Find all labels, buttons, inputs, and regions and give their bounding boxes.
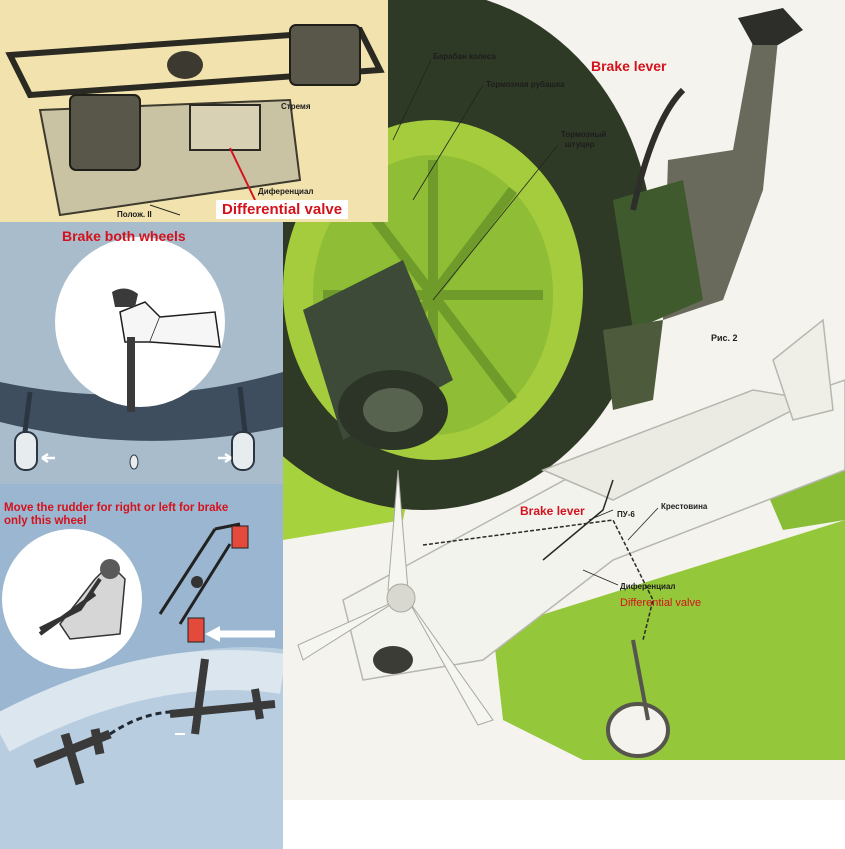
label-differential-top: Диференциал xyxy=(258,187,314,196)
main-brake-system-illustration: Барабан колеса Тормозная рубашка Тормозн… xyxy=(283,0,845,800)
arrow-left-wheel xyxy=(41,452,55,464)
brake-both-wheels-panel: Brake both wheels xyxy=(0,222,283,484)
green-ground-right xyxy=(493,520,845,760)
label-brake-fitting-line2: штуцер xyxy=(565,140,595,149)
label-pu6: ПУ-6 xyxy=(617,510,635,519)
callout-differential-valve-top: Differential valve xyxy=(216,200,349,219)
propeller-blade-right xyxy=(407,599,494,726)
taxi-path xyxy=(0,650,283,752)
brake-line xyxy=(422,519,654,641)
callout-brake-lever-plane: Brake lever xyxy=(520,504,585,518)
label-stirrup: Стремя xyxy=(281,102,311,111)
glove-cuff xyxy=(149,311,221,348)
pedal-assembly-art xyxy=(5,24,385,217)
label-wheel-drum: Барабан колеса xyxy=(433,52,496,61)
label-figure-2: Рис. 2 xyxy=(711,333,738,343)
control-stick xyxy=(127,337,135,412)
callout-differential-valve-plane: Differential valve xyxy=(620,597,702,609)
airplane-tail xyxy=(772,318,834,421)
callout-brake-lever-top: Brake lever xyxy=(591,58,667,74)
brake-lever-housing xyxy=(613,180,703,330)
rudder-pedal-upper xyxy=(231,525,249,549)
arrow-right-wheel xyxy=(218,452,232,464)
airplane-turning xyxy=(33,728,112,786)
callout-rudder-brake-line2: only this wheel xyxy=(4,515,87,527)
callout-brake-both-wheels: Brake both wheels xyxy=(62,228,186,244)
propeller-spinner xyxy=(386,583,416,613)
rudder-brake-panel: Move the rudder for right or left for br… xyxy=(0,484,283,849)
brake-lever-arm xyxy=(630,87,686,211)
differential-valve-pointer xyxy=(229,147,256,201)
airplane-top-view xyxy=(169,658,276,735)
label-brake-fitting-line1: Тормозный xyxy=(561,130,607,139)
rudder-pedal-lower xyxy=(187,617,205,643)
landing-wheel-right xyxy=(606,702,670,758)
rudder-bar-frame xyxy=(5,26,385,99)
wheel-left xyxy=(14,431,38,471)
pivot-center xyxy=(167,51,203,79)
differential-valve-body xyxy=(189,104,261,151)
rudder-pivot xyxy=(191,576,203,588)
wheel-spokes xyxy=(323,160,543,430)
propeller-blade-left xyxy=(297,599,399,661)
pilot-legs xyxy=(38,577,102,636)
label-brake-jacket: Тормозная рубашка xyxy=(486,80,565,89)
brake-line-upper xyxy=(542,479,614,561)
pedal-right xyxy=(289,24,361,86)
turn-path xyxy=(109,710,171,736)
stick-grip xyxy=(112,288,138,307)
label-position-2: Полож. II xyxy=(117,210,152,219)
rudder-brake-art xyxy=(0,522,283,849)
wheel-right xyxy=(231,431,255,471)
pedal-assembly-panel: Стремя Диференциал Полож. II Differentia… xyxy=(0,0,388,222)
callout-rudder-brake-line1: Move the rudder for right or left for br… xyxy=(4,502,229,514)
label-differential-ru: Диференциал xyxy=(620,582,676,591)
rudder-pedal-linkage xyxy=(158,522,241,625)
brake-lever-cylinder xyxy=(603,320,663,410)
tail-wheel xyxy=(129,454,139,470)
brake-lever-top xyxy=(738,8,803,45)
push-arrow-head xyxy=(205,626,220,642)
pilot-head xyxy=(100,559,120,579)
main-illustration-art xyxy=(283,0,845,760)
landing-wheel-left xyxy=(373,646,413,674)
pedal-left xyxy=(69,94,141,171)
brake-both-wheels-art xyxy=(0,237,283,471)
callout-rudder-brake: Move the rudder for right or left for br… xyxy=(4,502,282,528)
label-crosspiece: Крестовина xyxy=(661,502,708,511)
